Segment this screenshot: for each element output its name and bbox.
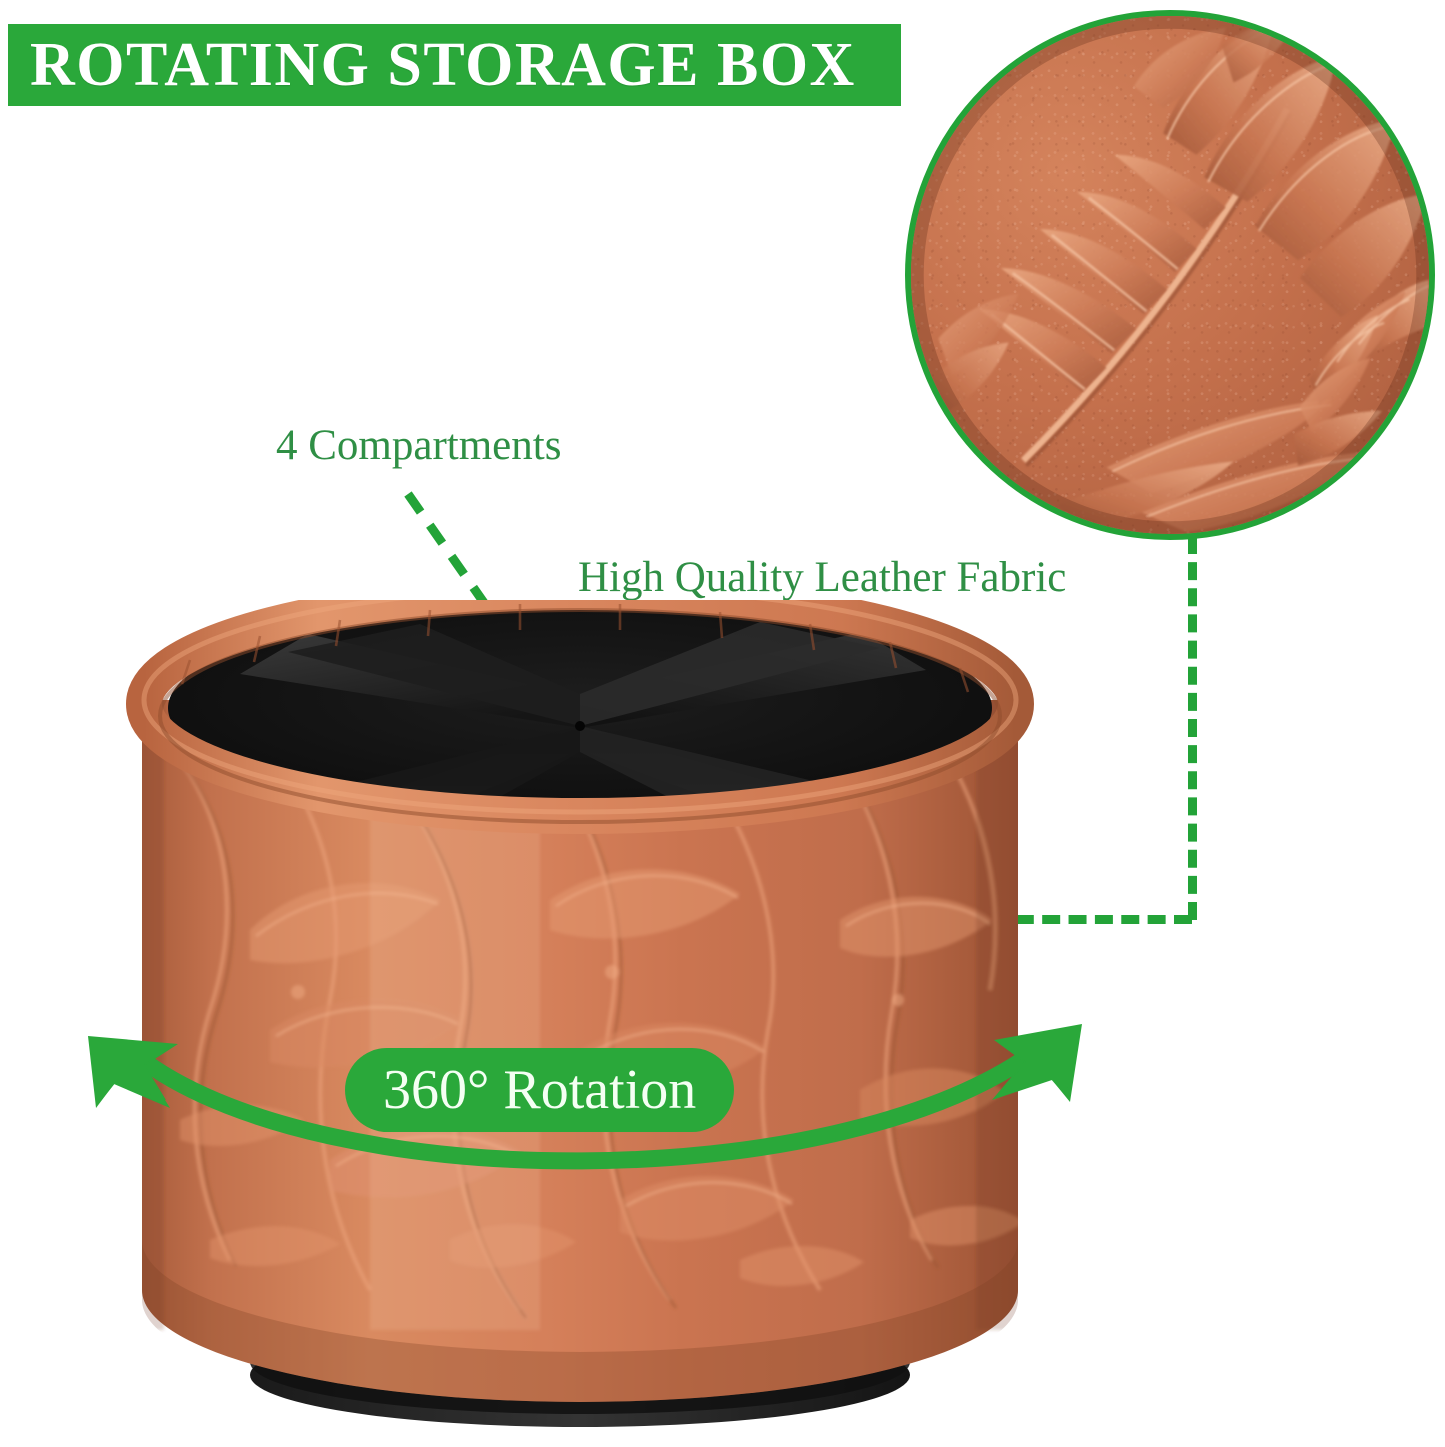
rotation-indicator [70, 1000, 1100, 1190]
title-banner: ROTATING STORAGE BOX [8, 24, 901, 106]
rotation-arc [136, 1046, 1039, 1170]
rotation-arc-and-arrows [88, 1024, 1082, 1170]
leather-texture-closeup [905, 10, 1435, 540]
product-image-rotating-storage-box [120, 600, 1040, 1440]
product-illustration [126, 600, 1034, 1427]
rotation-badge-label: 360° Rotation [383, 1059, 697, 1121]
callout-label-leather-fabric: High Quality Leather Fabric [578, 554, 1067, 601]
embossed-floral-pattern [911, 16, 1429, 534]
rotation-badge: 360° Rotation [345, 1048, 735, 1132]
callout-label-compartments: 4 Compartments [276, 422, 562, 469]
top-rim [126, 600, 1034, 834]
leader-line-fabric-vertical [1188, 536, 1197, 920]
leader-line-fabric-horizontal [884, 915, 1192, 924]
page-title: ROTATING STORAGE BOX [30, 31, 856, 99]
